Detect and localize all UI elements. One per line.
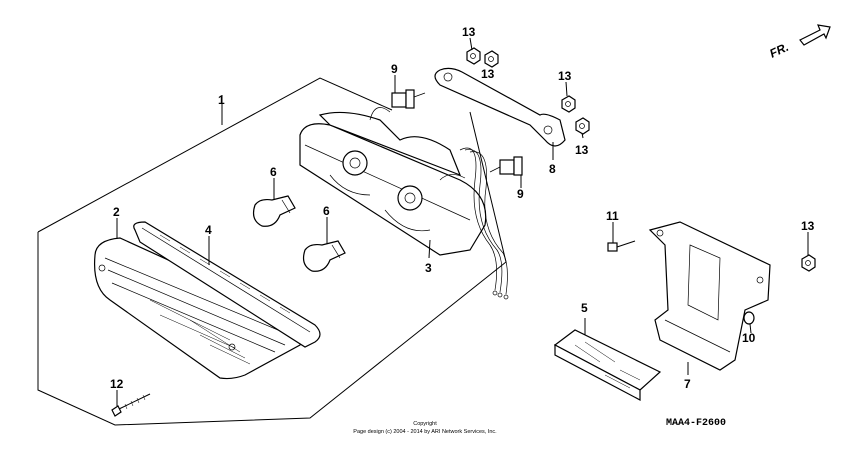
callout-9-upper: 9 [391, 62, 398, 76]
reflector [553, 329, 662, 401]
bulb-upper [252, 195, 296, 227]
taillight-lens [93, 237, 307, 380]
direction-label: FR. [767, 40, 790, 61]
callout-6-upper: 6 [270, 165, 277, 179]
front-direction-arrow: FR. [767, 24, 831, 61]
callout-2: 2 [113, 205, 120, 219]
nut-upper-right [484, 50, 499, 68]
taillight-housing [299, 107, 509, 300]
copyright-line-1: Copyright [413, 421, 437, 427]
callout-numbers: 1 2 3 4 5 6 6 7 8 9 9 10 11 12 13 13 13 … [110, 25, 815, 391]
callout-8: 8 [549, 162, 556, 176]
rubber-mount-upper [391, 89, 426, 109]
bolt [607, 240, 636, 252]
callout-13-top-right: 13 [481, 67, 495, 81]
callout-3: 3 [425, 261, 432, 275]
nut-bracket [801, 254, 816, 272]
callout-1: 1 [218, 93, 225, 107]
grommet [743, 311, 755, 325]
callout-11: 11 [606, 209, 619, 223]
license-bracket [648, 221, 771, 371]
bulb-lower [302, 240, 346, 272]
callout-13-middle: 13 [558, 69, 572, 83]
callout-10: 10 [742, 331, 756, 345]
leader-lines [116, 37, 809, 406]
nut-upper-left [466, 47, 481, 65]
callout-5: 5 [581, 301, 588, 315]
assembly-outline [37, 77, 507, 426]
screw [111, 393, 151, 417]
callout-7: 7 [684, 377, 691, 391]
diagram-code: MAA4-F2600 [666, 418, 726, 429]
nut-middle [561, 95, 576, 113]
rubber-mount-lower [489, 156, 523, 176]
lens-gasket [133, 221, 321, 348]
callout-12: 12 [110, 377, 124, 391]
callout-13-bracket: 13 [801, 219, 815, 233]
callout-9-lower: 9 [517, 187, 524, 201]
callout-13-top: 13 [462, 25, 476, 39]
callout-6-lower: 6 [323, 204, 330, 218]
callout-4: 4 [205, 223, 212, 237]
mounting-stay [434, 67, 566, 147]
callout-13-lower: 13 [575, 143, 589, 157]
copyright-line-2: Page design (c) 2004 - 2014 by ARI Netwo… [353, 429, 497, 435]
nut-lower [575, 117, 590, 135]
